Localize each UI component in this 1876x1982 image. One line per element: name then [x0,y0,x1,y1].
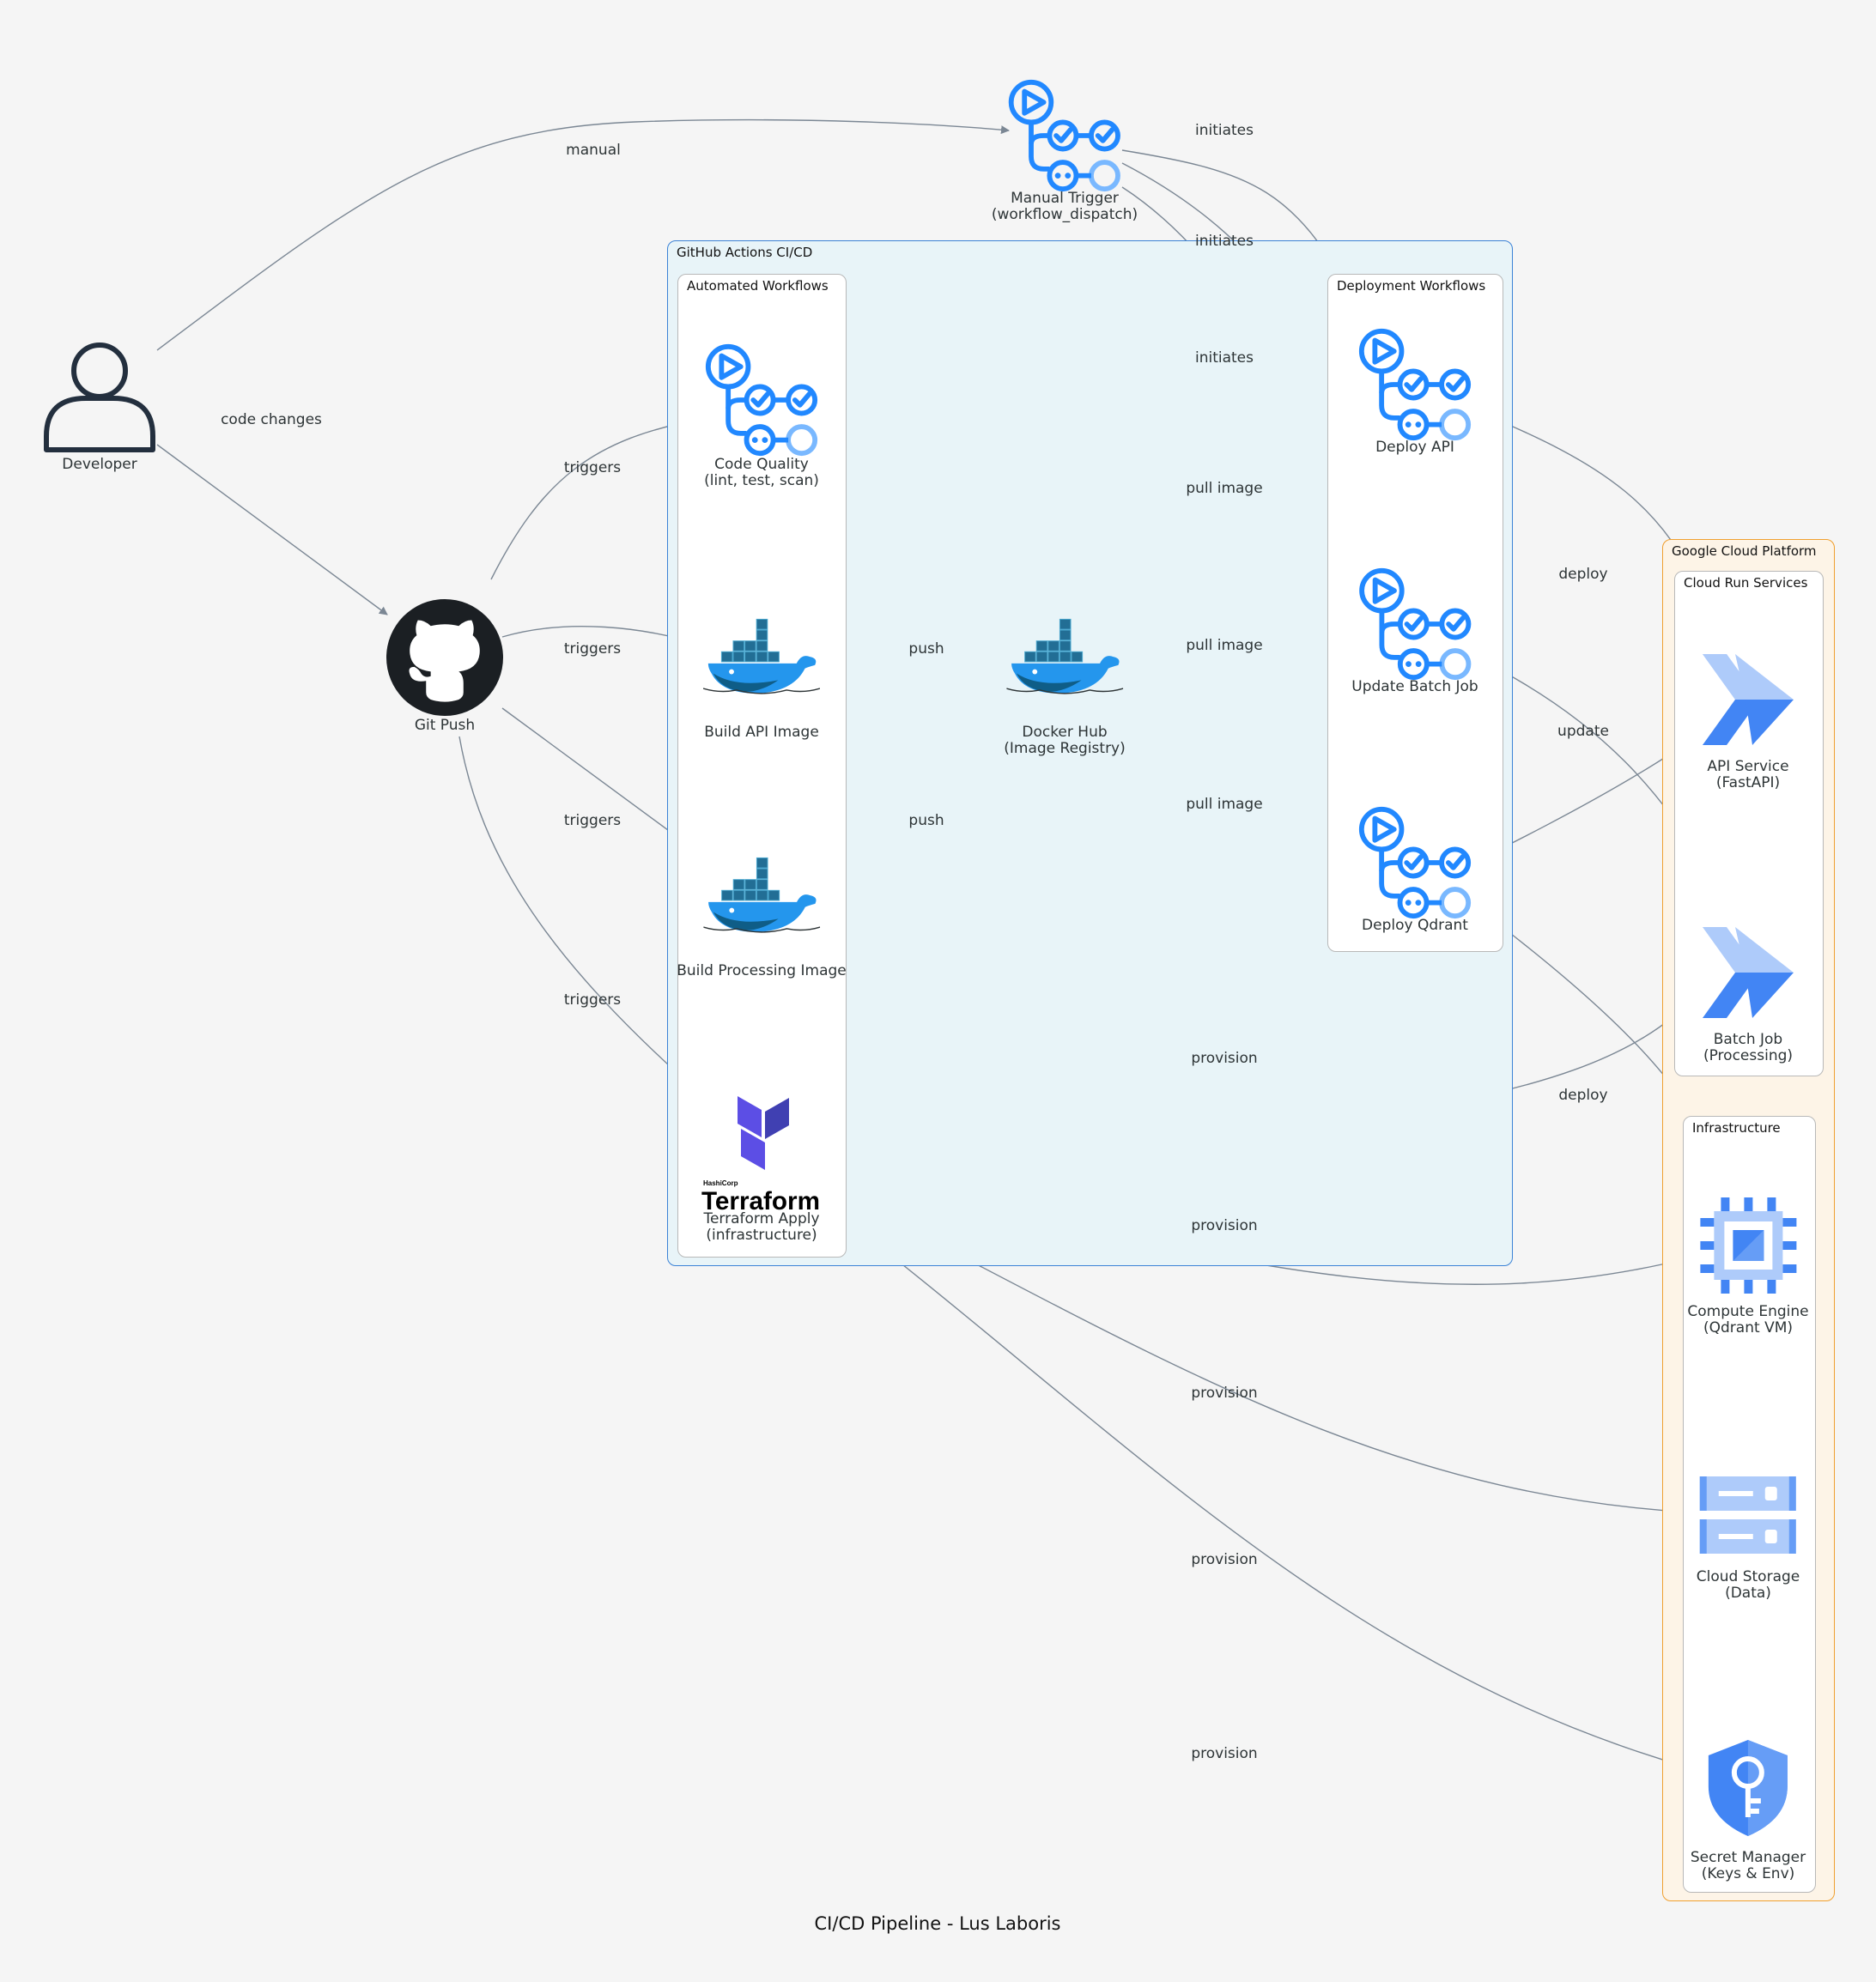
docker-hub-label: Docker Hub (Image Registry) [1004,724,1126,757]
github-actions-icon [1357,566,1473,682]
docker-icon [1006,618,1123,702]
manual-trigger-label: Manual Trigger (workflow_dispatch) [991,190,1138,223]
svg-text:Terraform: Terraform [701,1187,820,1215]
edge-label: provision [1191,1217,1258,1234]
edge-label: initiates [1194,122,1254,139]
edge-label: triggers [563,991,622,1009]
edge-label: triggers [563,812,622,829]
automated-workflows-cluster-title: Automated Workflows [687,278,829,294]
cloud-run-icon [1703,654,1794,745]
batch-job-node: Batch Job (Processing) [1701,925,1795,1064]
github-icon [386,599,503,716]
developer-label: Developer [62,456,137,473]
github-actions-icon [1006,77,1123,194]
edge-label: provision [1191,1745,1258,1762]
secret-manager-node: Secret Manager (Keys & Env) [1691,1738,1806,1882]
edge-developer-git-push [156,444,388,615]
edge-label: manual [566,142,621,159]
deployment-workflows-cluster-title: Deployment Workflows [1337,278,1486,294]
cloud-storage-icon [1699,1476,1796,1554]
cloud-storage-label: Cloud Storage (Data) [1696,1568,1800,1602]
edge-label: pull image [1186,637,1263,654]
edge-label: provision [1191,1385,1258,1402]
terraform-label: Terraform Apply (infrastructure) [703,1210,820,1244]
edge-label: code changes [221,411,322,428]
api-service-node: API Service (FastAPI) [1701,652,1795,791]
automated-workflows-cluster: Automated Workflows [677,274,847,1258]
manual-trigger-node: Manual Trigger (workflow_dispatch) [992,77,1138,223]
build-api-node: Build API Image [703,618,820,741]
docker-icon [703,618,820,702]
edge-label: triggers [563,459,622,476]
api-service-label: API Service (FastAPI) [1707,758,1789,791]
github-actions-icon [1357,326,1473,443]
update-batch-node: Update Batch Job [1351,566,1478,695]
docker-icon [703,857,820,941]
build-api-label: Build API Image [704,724,819,741]
edge-label: update [1557,723,1609,740]
code-quality-node: Code Quality (lint, test, scan) [703,342,820,489]
git-push-node: Git Push [386,599,503,734]
github-actions-cluster-title: GitHub Actions CI/CD [677,245,813,260]
secret-manager-label: Secret Manager (Keys & Env) [1690,1849,1806,1882]
edge-label: provision [1191,1050,1258,1067]
edge-label: push [908,640,944,658]
edge-label: triggers [563,640,622,658]
edge-label: initiates [1194,233,1254,250]
code-quality-label: Code Quality (lint, test, scan) [704,456,819,489]
terraform-node: HashiCorp Terraform Terraform Apply (inf… [701,1094,822,1244]
user-icon [44,342,155,452]
cloud-storage-node: Cloud Storage (Data) [1697,1475,1800,1602]
edge-label: deploy [1558,1087,1608,1104]
edge-git-terraform [458,736,705,1098]
cloud-run-cluster-title: Cloud Run Services [1684,575,1808,591]
edge-terraform-secrets [819,1199,1692,1771]
gcp-cluster-title: Google Cloud Platform [1672,543,1817,559]
edge-git-code-quality [490,415,705,580]
edge-label: initiates [1194,349,1254,367]
deploy-api-node: Deploy API [1357,326,1473,456]
github-actions-icon [703,342,820,458]
deploy-qdrant-node: Deploy Qdrant [1357,804,1473,934]
terraform-icon: HashiCorp Terraform [701,1096,820,1215]
batch-job-label: Batch Job (Processing) [1703,1031,1794,1064]
deploy-api-label: Deploy API [1375,439,1454,456]
edge-label: deploy [1558,566,1608,583]
update-batch-label: Update Batch Job [1351,678,1478,695]
build-processing-node: Build Processing Image [677,857,847,979]
compute-engine-label: Compute Engine (Qdrant VM) [1687,1303,1809,1336]
edge-developer-manual-trigger [156,118,1010,351]
edge-label: push [908,812,944,829]
github-actions-icon [1357,804,1473,921]
edge-label: pull image [1186,796,1263,813]
diagram-title: CI/CD Pipeline - Lus Laboris [814,1913,1061,1934]
edge-label: pull image [1186,480,1263,497]
deploy-qdrant-label: Deploy Qdrant [1362,917,1468,934]
developer-node: Developer [43,340,156,473]
docker-hub-node: Docker Hub (Image Registry) [1004,618,1126,757]
compute-engine-icon [1699,1197,1796,1294]
infrastructure-cluster-title: Infrastructure [1692,1120,1781,1136]
git-push-label: Git Push [414,717,476,734]
build-processing-label: Build Processing Image [677,962,847,979]
cloud-run-icon [1703,927,1794,1018]
edge-label: provision [1191,1551,1258,1568]
svg-text:HashiCorp: HashiCorp [703,1179,738,1187]
compute-engine-node: Compute Engine (Qdrant VM) [1687,1196,1809,1336]
key-shield-icon [1708,1740,1788,1836]
